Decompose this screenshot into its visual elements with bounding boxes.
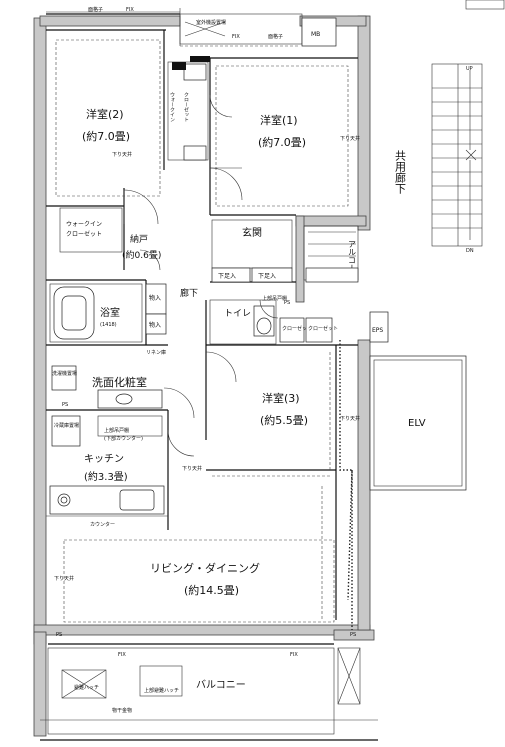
fridge-label: 冷蔵庫置場 — [54, 422, 79, 429]
toilet-room — [209, 299, 277, 345]
eps-box — [369, 311, 389, 343]
alcove-label: アルコーブ — [348, 240, 357, 280]
fix-label-top-2: FIX — [232, 34, 240, 40]
shoe-box-2-label: 下足入 — [258, 273, 276, 280]
balcony-area — [47, 647, 335, 735]
bathroom-size: (1418) — [100, 322, 117, 328]
fix-label-bottom-1: FIX — [118, 652, 126, 658]
storage-1-label: 物入 — [149, 294, 161, 302]
common-corridor-label: 共用廊下 — [394, 150, 407, 195]
upper-cabinet-label: 上部吊戸棚 — [104, 427, 129, 434]
elevator-label: ELV — [408, 418, 426, 429]
balcony-name: バルコニー — [196, 679, 246, 691]
bathroom-name: 浴室 — [100, 306, 120, 319]
linen-label: リネン庫 — [146, 349, 166, 356]
western-room-2-name: 洋室(2) — [86, 107, 124, 121]
ps-label-2: PS — [62, 402, 68, 408]
kitchen-area: (約3.3畳) — [84, 470, 128, 483]
washer-label: 洗濯機置場 — [52, 370, 77, 377]
toilet-name: トイレ — [224, 309, 251, 319]
upper-cabinet-toilet: 上部吊戸棚 — [262, 295, 287, 302]
western-room-1-area: (約7.0畳) — [258, 135, 306, 149]
walk-in-closet-2-label-2: クローゼット — [66, 230, 102, 238]
western-room-3-name: 洋室(3) — [262, 391, 300, 405]
elevator-box — [369, 355, 467, 491]
outdoor-unit-label: 室外機設置場 — [196, 19, 226, 26]
window-grille-label-top: 面格子 — [88, 6, 103, 13]
svg-text:共用廊下: 共用廊下 — [394, 150, 407, 195]
outdoor-unit-area — [179, 13, 303, 45]
walk-in-closet-2 — [59, 207, 123, 253]
ceiling-drop-label-1: 下り天井 — [112, 151, 132, 158]
kitchen-name: キッチン — [84, 453, 124, 465]
drying-rack-label: 物干金物 — [112, 707, 132, 714]
upper-cabinet-area — [97, 415, 163, 437]
washer-area — [51, 365, 77, 391]
shoe-box-2 — [251, 267, 293, 283]
outer-walls — [33, 15, 375, 737]
mb-box — [301, 17, 337, 47]
ps-label-4: PS — [350, 632, 356, 638]
upper-cabinet-counter-label: (下部カウンター) — [104, 435, 143, 442]
stairs-dn-label: DN — [466, 248, 474, 254]
corridor-name: 廊下 — [180, 287, 198, 299]
svg-text:クローゼット: クローゼット — [183, 92, 189, 122]
counter-label: カウンター — [90, 521, 115, 528]
outdoor-unit-balcony — [337, 647, 361, 705]
walk-in-closet-2-label-1: ウォークイン — [66, 220, 102, 228]
washroom-name: 洗面化粧室 — [92, 375, 147, 389]
western-room-3-area: (約5.5畳) — [260, 413, 308, 427]
stairs-up-label: UP — [466, 66, 473, 72]
shoe-box-1 — [211, 267, 251, 283]
storage-2-label: 物入 — [149, 321, 161, 329]
svg-text:ウォークイン: ウォークイン — [169, 91, 175, 122]
ceiling-drop-label-5: 下り天井 — [54, 575, 74, 582]
ceiling-drop-label-4: 下り天井 — [340, 415, 360, 422]
svg-text:アルコーブ: アルコーブ — [348, 240, 357, 280]
western-room-1-name: 洋室(1) — [260, 113, 298, 127]
ps-label-1: PS — [284, 300, 290, 306]
fix-label-top: FIX — [126, 7, 134, 13]
closet-box-2 — [305, 317, 333, 343]
ps-label-3: PS — [56, 632, 62, 638]
upper-hatch-box — [139, 665, 183, 697]
ceiling-drop-label-2: 下り天井 — [340, 135, 360, 142]
window-grille-label-top-2: 面格子 — [268, 33, 283, 40]
toilet-fixture — [256, 317, 272, 335]
western-room-2-area: (約7.0畳) — [82, 129, 130, 143]
walk-in-closet-label: ウォークイン クローゼット — [169, 91, 189, 122]
closet-area: (約0.6畳) — [122, 249, 161, 261]
ceiling-drop-label-3: 下り天井 — [182, 465, 202, 472]
entrance-name: 玄関 — [242, 226, 262, 239]
fridge-area — [51, 415, 81, 447]
living-name: リビング・ダイニング — [150, 561, 260, 575]
bathroom — [49, 283, 143, 343]
mb-label: MB — [311, 31, 320, 38]
sink — [119, 489, 155, 511]
shoe-box-1-label: 下足入 — [218, 273, 236, 280]
storage-2 — [145, 313, 167, 335]
closet-box-1-label: クローゼット — [282, 325, 312, 332]
closet-box-2-label: クローゼット — [308, 325, 338, 332]
upper-hatch-label: 上部避難ハッチ — [144, 687, 179, 694]
eps-label: EPS — [372, 327, 383, 334]
closet-name: 納戸 — [130, 233, 148, 245]
stairs — [431, 63, 483, 247]
living-area: (約14.5畳) — [184, 583, 239, 597]
hatch-label: 避難ハッチ — [74, 684, 99, 691]
frame-corner — [465, 0, 505, 10]
closet-box-1 — [279, 317, 305, 343]
fix-label-bottom-2: FIX — [290, 652, 298, 658]
hatch-box — [61, 669, 107, 699]
doors — [123, 94, 279, 457]
